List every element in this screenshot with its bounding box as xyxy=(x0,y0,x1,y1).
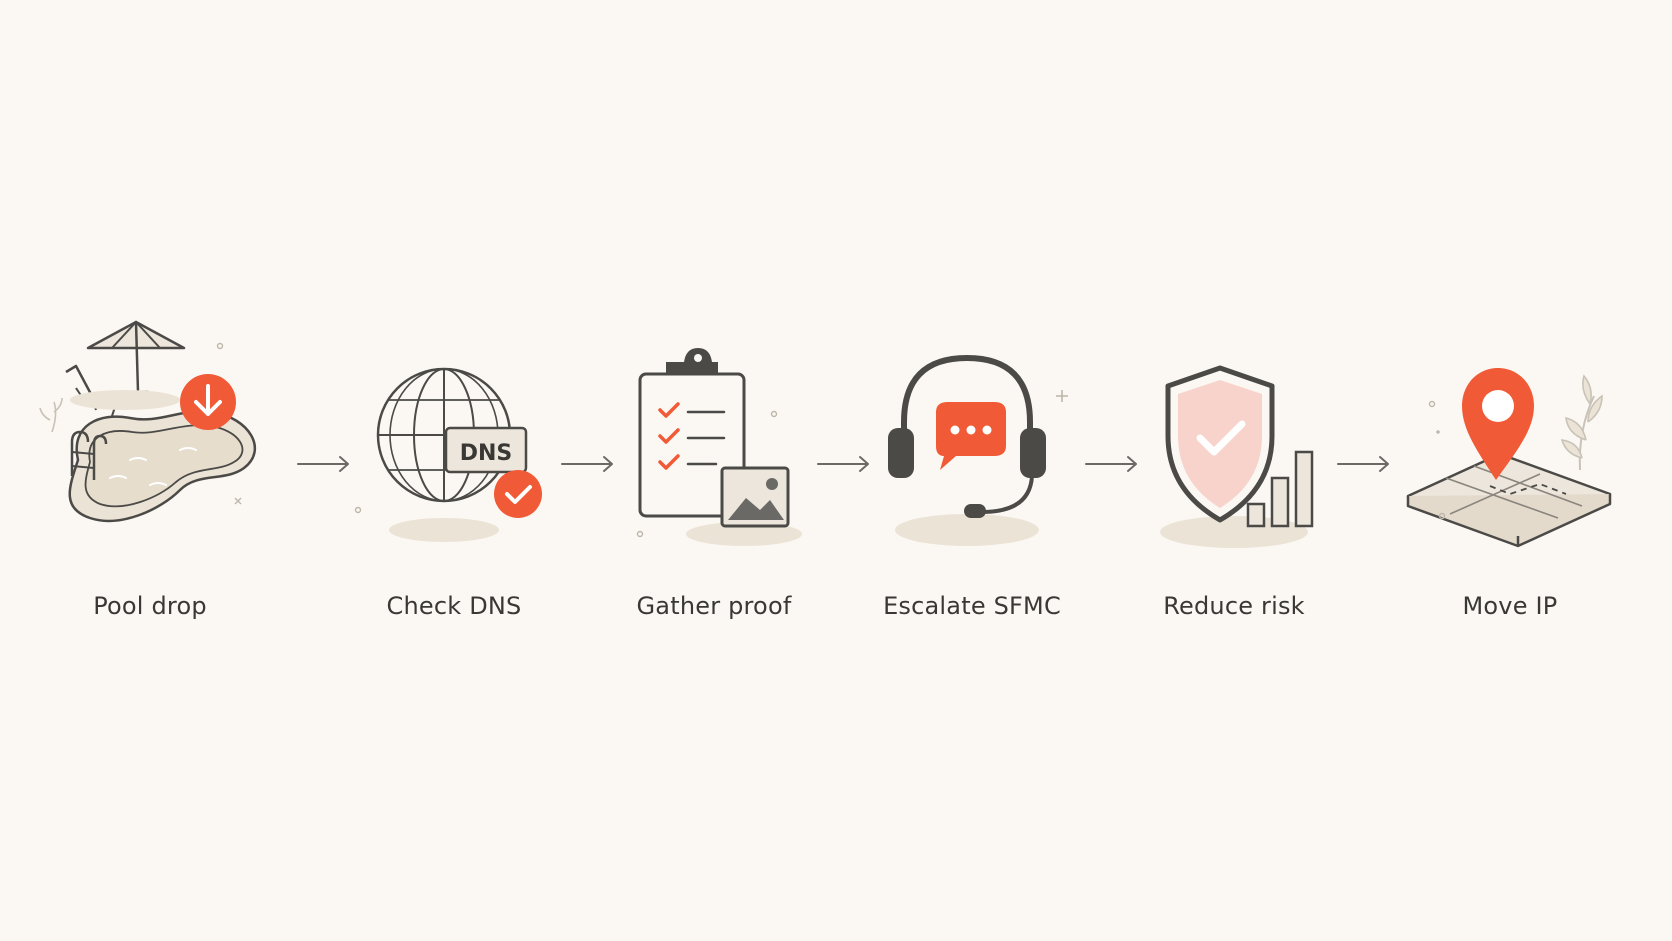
flow-arrow xyxy=(816,449,872,479)
step-move-ip: Move IP xyxy=(1390,300,1630,630)
step-label: Move IP xyxy=(1462,592,1558,620)
step-label: Escalate SFMC xyxy=(883,592,1061,620)
step-reduce-risk: Reduce risk xyxy=(1114,300,1354,630)
dns-badge-text: DNS xyxy=(460,441,513,466)
step-label: Check DNS xyxy=(386,592,522,620)
step-pool-drop: Pool drop xyxy=(30,300,270,630)
step-escalate-sfmc: Escalate SFMC xyxy=(852,300,1092,630)
step-check-dns: DNS Check DNS xyxy=(334,300,574,630)
map-pin-icon xyxy=(1406,368,1612,548)
step-gather-proof: Gather proof xyxy=(594,300,834,630)
flow-arrow xyxy=(296,449,352,479)
flow-arrow xyxy=(1336,449,1392,479)
shield-check-icon xyxy=(1160,365,1314,548)
clipboard-proof-icon xyxy=(636,348,802,546)
step-label: Reduce risk xyxy=(1163,592,1305,620)
step-label: Gather proof xyxy=(636,592,792,620)
pool-drop-icon xyxy=(39,320,256,523)
flow-arrow xyxy=(1084,449,1140,479)
step-label: Pool drop xyxy=(93,592,207,620)
flow-arrow xyxy=(560,449,616,479)
dns-globe-icon: DNS xyxy=(354,367,542,542)
headset-support-icon xyxy=(888,354,1068,546)
